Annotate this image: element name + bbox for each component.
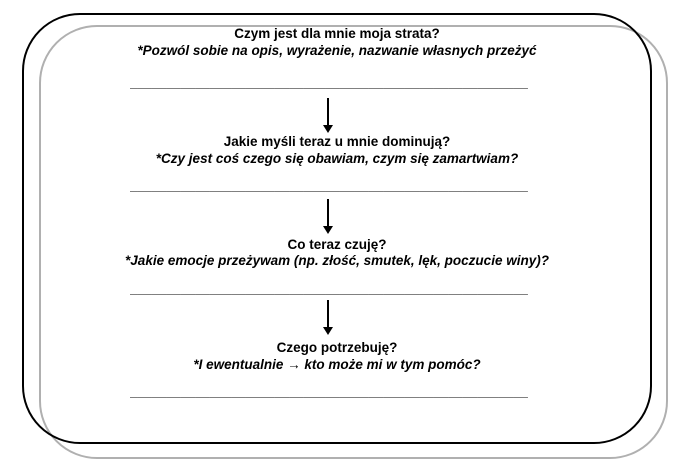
section-subtitle: *Czy jest coś czego się obawiam, czym si…: [155, 151, 519, 166]
answer-line: ________________________________________…: [130, 75, 528, 90]
rounded-frame-shadow: [39, 25, 668, 459]
arrow-head: [323, 125, 333, 133]
down-arrow-icon: [268, 300, 388, 335]
answer-line: ________________________________________…: [130, 384, 528, 399]
section-subtitle: *Jakie emocje przeżywam (np. złość, smut…: [125, 253, 549, 268]
section-subtitle: *I ewentualnie → kto może mi w tym pomóc…: [193, 357, 481, 372]
down-arrow-icon: [268, 199, 388, 234]
section-title: Czym jest dla mnie moja strata?: [234, 26, 440, 41]
arrow-shaft: [327, 199, 329, 226]
down-arrow-icon: [268, 98, 388, 133]
arrow-head: [323, 226, 333, 234]
section-title: Czego potrzebuję?: [276, 340, 398, 355]
section-title: Co teraz czuję?: [287, 237, 387, 252]
answer-line: ________________________________________…: [130, 178, 528, 193]
answer-line: ________________________________________…: [130, 281, 528, 296]
arrow-shaft: [327, 300, 329, 327]
section-subtitle: *Pozwól sobie na opis, wyrażenie, nazwan…: [137, 43, 537, 58]
section-title: Jakie myśli teraz u mnie dominują?: [223, 134, 451, 149]
arrow-head: [323, 327, 333, 335]
arrow-shaft: [327, 98, 329, 125]
rounded-frame-border: [22, 13, 652, 444]
